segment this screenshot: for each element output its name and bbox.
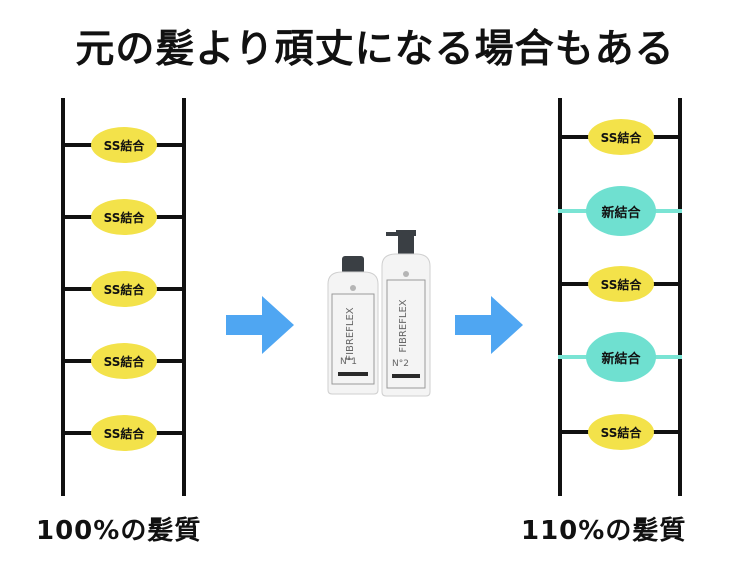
left-ladder-rail-left [61,98,65,496]
ss-bond: SS結合 [91,127,157,163]
ss-bond: SS結合 [91,415,157,451]
bottle-1-number: N°1 [340,357,357,367]
bottle-2-pump-icon [398,236,414,256]
left-caption: 100%の髪質 [36,516,202,546]
bottle-2-body [381,253,431,397]
bottle-1-cap [342,256,364,274]
fibreflex-product-image: FIBREFLEX N°1 FIBREFLEX N°2 [327,230,431,397]
new-bond: 新結合 [586,186,656,236]
bottle-2-brand: FIBREFLEX [398,299,409,352]
right-caption: 110%の髪質 [521,516,687,546]
ss-bond: SS結合 [588,266,654,302]
page-title: 元の髪より頑丈になる場合もある [75,27,675,72]
right-arrow-icon [455,296,523,354]
ss-bond: SS結合 [588,414,654,450]
ss-bond: SS結合 [588,119,654,155]
bottle-1-body [327,271,379,395]
ss-bond: SS結合 [91,271,157,307]
right-arrow-icon [226,296,294,354]
right-ladder-rail-left [558,98,562,496]
right-ladder-rail-right [678,98,682,496]
ss-bond: SS結合 [91,199,157,235]
ss-bond: SS結合 [91,343,157,379]
left-ladder-rail-right [182,98,186,496]
bottle-2-number: N°2 [392,359,409,369]
new-bond: 新結合 [586,332,656,382]
bottle-1-brand: FIBREFLEX [345,307,356,360]
